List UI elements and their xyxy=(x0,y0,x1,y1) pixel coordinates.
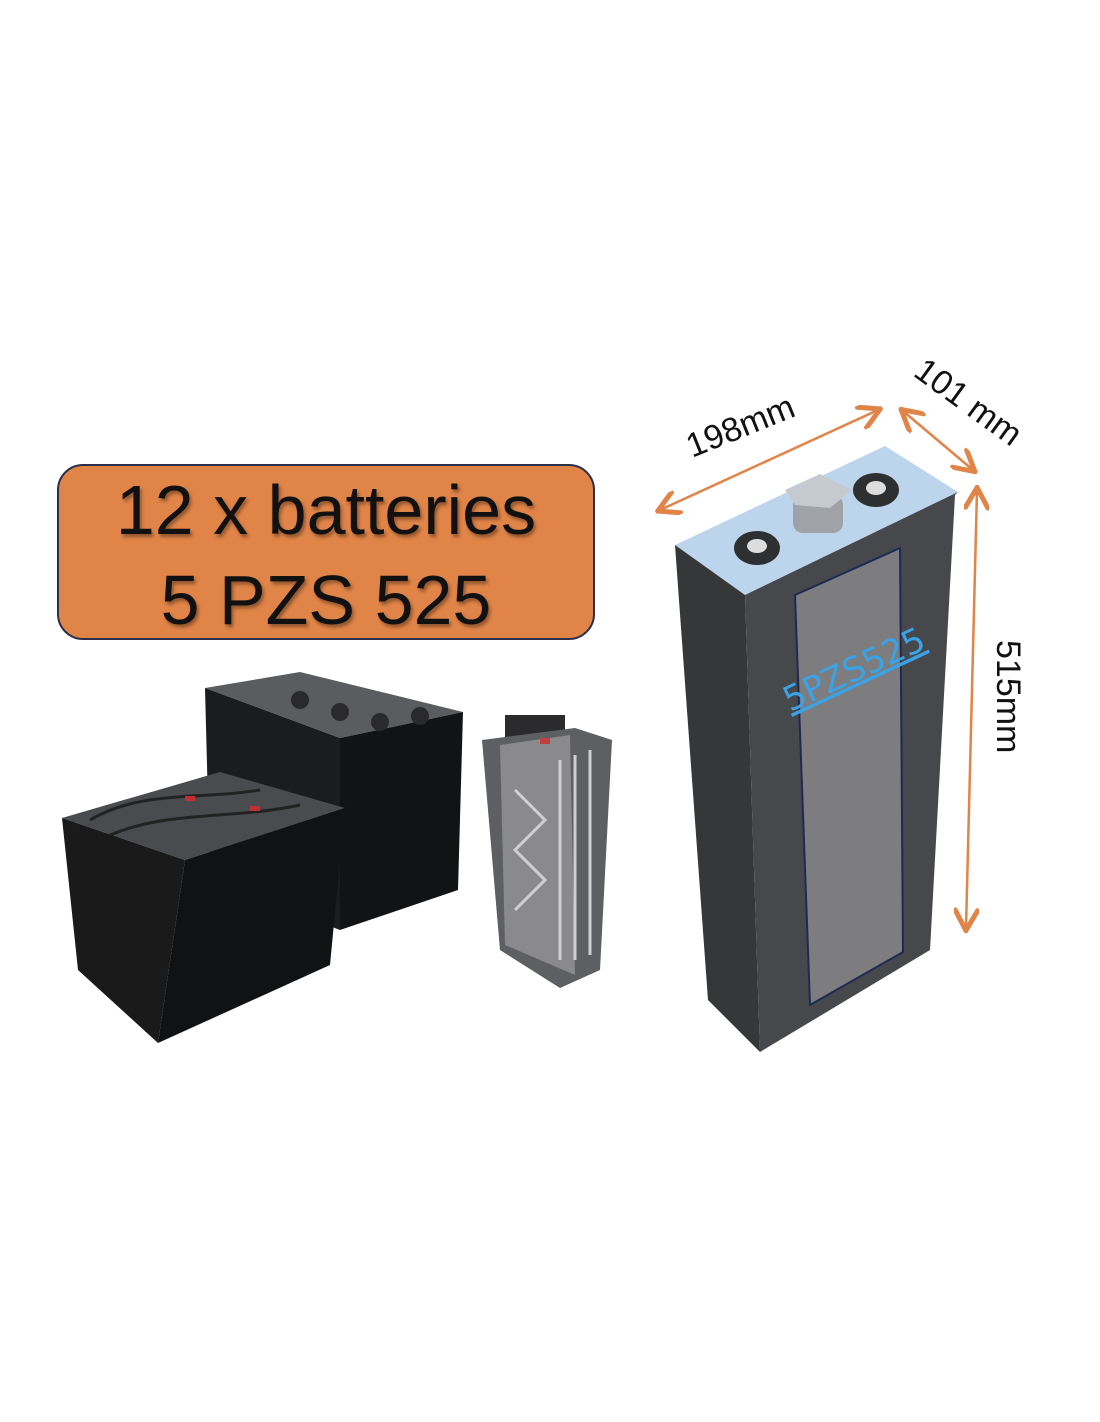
width-arrow xyxy=(660,410,878,510)
title-model: 5 PZS 525 xyxy=(160,561,492,639)
height-arrow xyxy=(966,490,977,928)
depth-arrow xyxy=(903,411,973,470)
terminal-right-icon xyxy=(853,473,899,507)
title-banner: 12 x batteries 5 PZS 525 xyxy=(57,464,595,640)
cell-cutaway-image xyxy=(482,715,612,988)
height-dimension: 515mm xyxy=(989,640,1027,753)
battery-pack-front-image xyxy=(62,772,345,1043)
cell-label-panel xyxy=(793,546,905,1007)
terminal-left-icon xyxy=(734,531,780,565)
title-quantity: 12 x batteries xyxy=(115,471,537,549)
depth-dimension: 101 mm xyxy=(907,351,1029,454)
battery-cell-image: 5PZS525 xyxy=(675,446,958,1052)
